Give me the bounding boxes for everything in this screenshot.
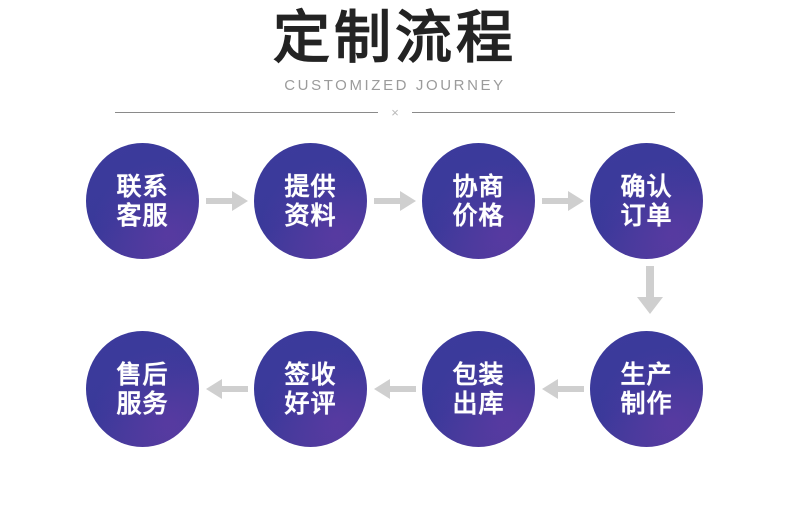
flow-node-label-line1: 协商 bbox=[452, 172, 505, 201]
divider-line-left bbox=[115, 111, 379, 113]
flow-node-label-line2: 订单 bbox=[620, 201, 673, 230]
flow-node-confirm-order[interactable]: 确认 订单 bbox=[590, 143, 703, 259]
arrow-down-icon bbox=[634, 266, 666, 316]
flow-node-receipt-review[interactable]: 签收 好评 bbox=[254, 331, 367, 447]
arrow-right-icon bbox=[542, 188, 584, 214]
flow-node-packing-shipping[interactable]: 包装 出库 bbox=[422, 331, 535, 447]
arrow-left-icon bbox=[374, 376, 416, 402]
flow-node-label-line1: 售后 bbox=[116, 360, 169, 389]
divider-cross-icon: × bbox=[391, 104, 399, 120]
flow-node-label-line1: 联系 bbox=[116, 172, 169, 201]
page-subtitle: CUSTOMIZED JOURNEY bbox=[284, 77, 506, 94]
flow-node-label-line2: 服务 bbox=[116, 389, 169, 418]
arrow-right-icon bbox=[374, 188, 416, 214]
flow-node-label-line2: 制作 bbox=[620, 389, 673, 418]
flow-node-label-line2: 好评 bbox=[284, 389, 337, 418]
arrow-right-icon bbox=[206, 188, 248, 214]
page-title: 定制流程 bbox=[273, 5, 517, 71]
flow-node-label-line1: 签收 bbox=[284, 360, 337, 389]
flow-node-label-line2: 资料 bbox=[284, 201, 337, 230]
arrow-left-icon bbox=[542, 376, 584, 402]
flow-node-label-line1: 提供 bbox=[284, 172, 337, 201]
section-divider: × bbox=[115, 103, 675, 121]
divider-line-right bbox=[411, 111, 675, 113]
flow-node-negotiate-price[interactable]: 协商 价格 bbox=[422, 143, 535, 259]
flow-node-production[interactable]: 生产 制作 bbox=[590, 331, 703, 447]
flow-node-label-line1: 包装 bbox=[452, 360, 505, 389]
flow-node-label-line1: 生产 bbox=[620, 360, 673, 389]
flow-node-provide-materials[interactable]: 提供 资料 bbox=[254, 143, 367, 259]
flow-node-after-sales[interactable]: 售后 服务 bbox=[86, 331, 199, 447]
flow-node-label-line2: 出库 bbox=[452, 389, 505, 418]
flow-node-label-line1: 确认 bbox=[620, 172, 673, 201]
flow-node-contact-support[interactable]: 联系 客服 bbox=[86, 143, 199, 259]
header: 定制流程 CUSTOMIZED JOURNEY bbox=[0, 0, 790, 96]
flow-node-label-line2: 客服 bbox=[116, 201, 169, 230]
flow-node-label-line2: 价格 bbox=[452, 201, 505, 230]
arrow-left-icon bbox=[206, 376, 248, 402]
